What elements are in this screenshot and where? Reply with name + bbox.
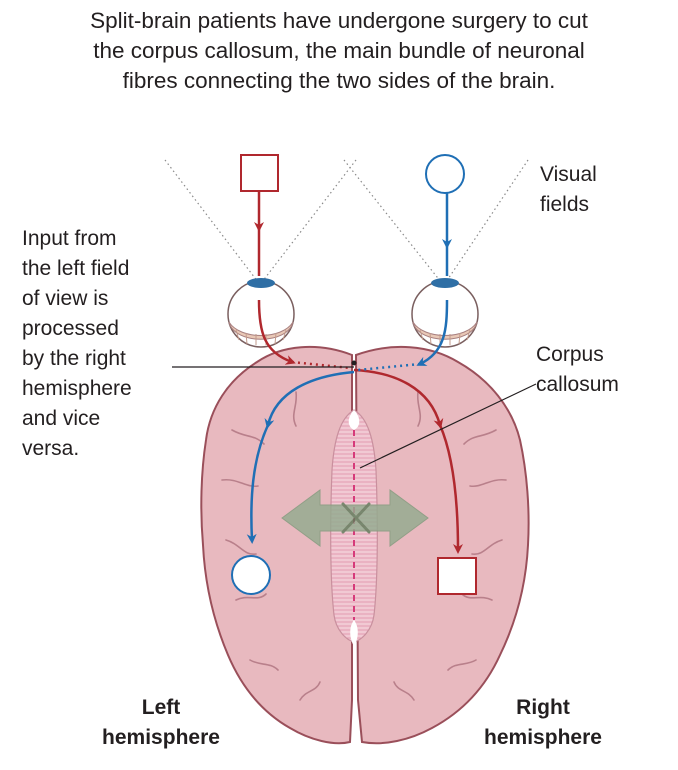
left-hemisphere-shape <box>200 346 353 745</box>
right-hemisphere-shape <box>354 346 530 745</box>
visual-field-lines <box>164 159 529 283</box>
caption-line: Split-brain patients have undergone surg… <box>90 8 588 33</box>
caption: Split-brain patients have undergone surg… <box>20 6 658 96</box>
visual-fields-label: Visual fields <box>540 163 597 216</box>
caption-line: the corpus callosum, the main bundle of … <box>93 38 585 63</box>
corpus-callosum-label: Corpus callosum <box>536 343 619 396</box>
left-eye-icon <box>227 278 295 348</box>
left-hemisphere-label: Left hemisphere <box>102 696 220 749</box>
input-note-label: Input from the left field of view is pro… <box>22 227 132 460</box>
circle-perceived-icon <box>231 555 271 595</box>
circle-stimulus-icon <box>425 154 465 194</box>
caption-line: fibres connecting the two sides of the b… <box>122 68 556 93</box>
right-eye-icon <box>411 278 479 348</box>
right-hemisphere-label: Right hemisphere <box>484 696 602 749</box>
brain <box>200 346 530 745</box>
corpus-callosum-leader <box>359 383 537 469</box>
blocked-transfer-icon <box>281 489 429 547</box>
square-stimulus-icon <box>240 154 279 192</box>
blue-pathway <box>246 193 452 544</box>
square-perceived-icon <box>437 557 477 595</box>
